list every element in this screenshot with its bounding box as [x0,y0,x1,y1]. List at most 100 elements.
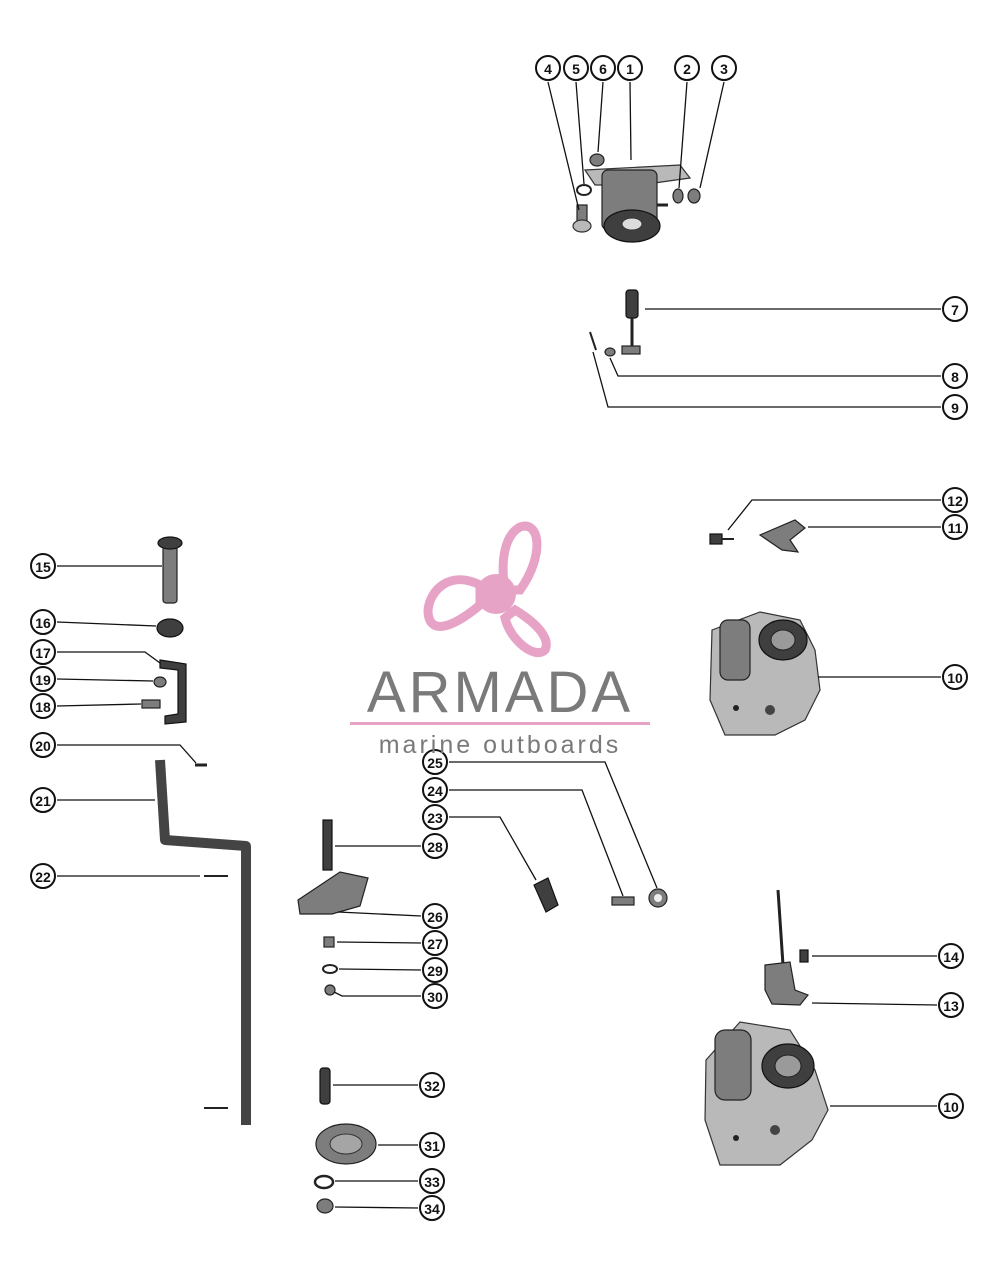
part-22-pin [204,875,228,1109]
leader-line-34 [334,1206,419,1209]
callout-circle [422,833,448,859]
callout-circle [30,693,56,719]
leader-line-25 [449,761,658,889]
part-21-shaft [155,759,251,1125]
part-29-washer [322,964,338,974]
callout-16: 16 [30,609,56,635]
callout-number: 7 [951,302,959,318]
callout-number: 23 [427,810,443,826]
callout-9: 9 [942,394,968,420]
callout-circle [938,1093,964,1119]
callout-29: 29 [422,957,448,983]
callout-circle [711,55,737,81]
callout-34: 34 [419,1195,445,1221]
callout-32: 32 [419,1072,445,1098]
leader-line-17 [57,651,161,664]
part-13-lever [764,889,809,1006]
leader-line-4 [547,81,580,211]
callout-number: 22 [35,869,51,885]
callout-number: 25 [427,755,443,771]
callout-14: 14 [938,943,964,969]
callout-2: 2 [674,55,700,81]
leader-line-19 [56,678,154,682]
callout-number: 1 [626,61,634,77]
callout-5: 5 [563,55,589,81]
callout-28: 28 [422,833,448,859]
part-30-nut [324,984,336,996]
callout-25: 25 [422,749,448,775]
callout-21: 21 [30,787,56,813]
part-11-lever [758,519,806,553]
callout-number: 9 [951,400,959,416]
callout-number: 19 [35,672,51,688]
callout-number: 2 [683,61,691,77]
callout-number: 3 [720,61,728,77]
callout-circle [422,930,448,956]
callout-number: 21 [35,793,51,809]
callout-22: 22 [30,863,56,889]
brand-name: ARMADA [366,660,634,725]
part-27-nut [323,936,335,948]
part-34-nut [316,1198,334,1214]
propeller-blade-right [499,604,551,658]
leader-lines [56,81,941,1209]
part-19-nut [153,676,167,688]
leader-line-18 [56,703,142,707]
callout-number: 30 [427,989,443,1005]
callout-circle [422,804,448,830]
leader-line-27 [336,941,422,944]
part-8-washer [604,347,616,357]
callout-18: 18 [30,693,56,719]
leader-line-3 [699,81,725,189]
callout-number: 12 [947,493,963,509]
callout-19: 19 [30,666,56,692]
callout-26: 26 [422,903,448,929]
callout-15: 15 [30,553,56,579]
callout-1: 1 [617,55,643,81]
callout-number: 31 [424,1138,440,1154]
callout-number: 5 [572,61,580,77]
callout-circle [938,943,964,969]
callout-circle [422,777,448,803]
part-31-cam-plate [315,1123,377,1165]
leader-line-2 [678,81,688,189]
part-26-cam [297,871,369,915]
callout-circle [942,363,968,389]
callout-number: 26 [427,909,443,925]
callout-circle [422,749,448,775]
part-1-housing [583,164,692,243]
callout-number: 10 [943,1099,959,1115]
propeller-blade-left [423,575,485,631]
leader-line-8 [609,357,941,377]
callout-circle [942,394,968,420]
part-16-grommet [156,618,184,638]
part-28-pin [322,819,333,871]
callout-number: 17 [35,645,51,661]
callout-circle [419,1195,445,1221]
callout-33: 33 [419,1168,445,1194]
callout-circle [30,732,56,758]
leader-line-30 [333,991,421,997]
callout-number: 4 [544,61,552,77]
leader-line-24 [449,789,624,897]
callout-24: 24 [422,777,448,803]
leader-line-23 [449,816,537,881]
callout-circle [419,1132,445,1158]
part-18-bolt [141,699,161,709]
part-17-bracket [159,659,187,725]
leader-line-5 [575,81,585,185]
callout-number: 24 [427,783,443,799]
callout-circle [30,863,56,889]
callout-number: 18 [35,699,51,715]
callout-number: 15 [35,559,51,575]
part-15-bolt [157,536,183,604]
callout-circle [590,55,616,81]
propeller-logo [423,521,551,658]
callout-circle [942,296,968,322]
callout-number: 14 [943,949,959,965]
callout-20: 20 [30,732,56,758]
leader-line-26 [337,911,422,917]
callout-number: 10 [947,670,963,686]
